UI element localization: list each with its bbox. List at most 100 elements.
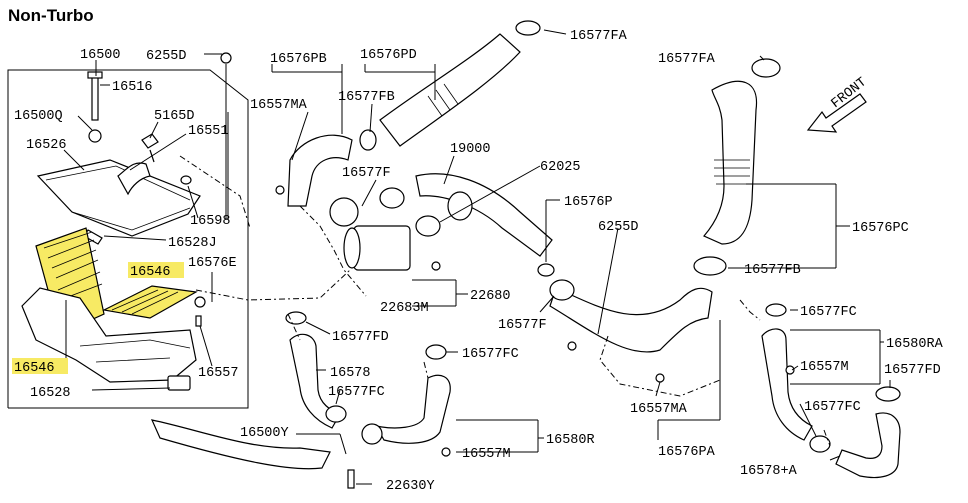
clamp-16577fd-right-shape (875, 386, 901, 402)
callout-22680: 22680 (470, 289, 511, 304)
clamp-16577f-lower-shape (549, 279, 575, 301)
resonator-port-shape (447, 191, 473, 221)
clamp-16576p-shape (537, 263, 555, 277)
callout-16557ma-left: 16557MA (250, 98, 308, 113)
clamp-16577f-shape (329, 197, 359, 227)
callout-16500y: 16500Y (240, 426, 289, 441)
duct-16580ra-shape (761, 328, 813, 441)
bolt-16557m-right-shape (785, 365, 795, 375)
clamp-16577f-b-shape (379, 187, 405, 209)
callout-16580ra: 16580RA (886, 337, 944, 352)
clamp-16577fc-right-shape (765, 303, 787, 317)
callout-6255d-mid: 6255D (598, 220, 639, 235)
duct-16576pc-shape (703, 80, 758, 245)
callout-16578a: 16578+A (740, 464, 798, 479)
callout-labels: 16500 6255D 16516 16500Q 5165D 16551 165… (12, 29, 944, 494)
duct-16576e-shape (194, 296, 206, 308)
stud-16557-shape (195, 315, 202, 327)
bolt-22630y-shape (347, 469, 355, 489)
upper-cover-edge (71, 207, 191, 231)
lower-case-ribs (79, 339, 191, 363)
callout-22630y: 22630Y (386, 479, 435, 494)
duct-16500y-shape (150, 419, 331, 470)
callout-16500q: 16500Q (14, 109, 63, 124)
clamp-16577fd-shape (285, 311, 307, 325)
duct-16578-shape (289, 333, 341, 429)
callout-16578: 16578 (330, 366, 371, 381)
bolt-16557ma-left-shape (275, 185, 285, 195)
airflow-meter-22680-shape (353, 225, 411, 271)
duct-16578a-shape (835, 412, 901, 479)
callout-16577f-lower: 16577F (498, 318, 547, 333)
clamp-16577fc-a-shape (325, 405, 347, 423)
dashed-guides (179, 155, 831, 447)
callout-16580r: 16580R (546, 433, 595, 448)
inlet-duct-16551-shape (117, 162, 151, 196)
duct-16576pa-shape (549, 287, 713, 353)
duct-16580r-shape (374, 374, 451, 444)
callout-16557: 16557 (198, 366, 239, 381)
callout-22683m: 22683M (380, 301, 429, 316)
callout-16557m-bottom: 16557M (462, 447, 511, 462)
callout-16577fd-left: 16577FD (332, 330, 389, 345)
callout-16500: 16500 (80, 48, 121, 63)
upper-cover-16526-shape (36, 159, 201, 237)
callout-62025: 62025 (540, 160, 581, 175)
callout-16528j: 16528J (168, 236, 217, 251)
meter-inlet-shape (343, 227, 361, 269)
bottom-right-duct-parts (761, 303, 901, 479)
leader-lines (63, 29, 891, 485)
callout-16577fc-mid: 16577FC (462, 347, 519, 362)
callout-6255d-top: 6255D (146, 49, 187, 64)
elbow-16576pb-shape (287, 134, 353, 207)
callout-16577fa-right: 16577FA (658, 52, 716, 67)
resonator-19000-shape (415, 173, 553, 257)
front-arrow-icon (806, 93, 867, 133)
duct-pd-bellows (427, 83, 459, 117)
callout-16577fc-left: 16577FC (328, 385, 385, 400)
air-cleaner-assembly-frame (7, 69, 249, 409)
callout-16577fd-right: 16577FD (884, 363, 941, 378)
clamp-62025-shape (415, 215, 441, 237)
callout-16557m-right: 16557M (800, 360, 849, 375)
callout-16576p: 16576P (564, 195, 613, 210)
clamp-16577fb-right-shape (693, 256, 727, 276)
bolt-6255d-top-shape (220, 52, 232, 64)
callout-16577fc-right-bottom: 16577FC (804, 400, 861, 415)
grommet-16598-shape (180, 175, 192, 185)
bolt-16557m-shape (441, 447, 451, 457)
callout-16577f-upper: 16577F (342, 166, 391, 181)
bottom-duct-parts (150, 311, 451, 489)
callout-16577fc-right-top: 16577FC (800, 305, 857, 320)
clamp-16577fa-top-shape (515, 20, 541, 36)
bolt-head-shape (87, 71, 103, 79)
clamp-16577fb-mid-shape (359, 129, 377, 151)
middle-duct-parts (220, 20, 713, 383)
callout-16546-secondary: 16546 (130, 265, 171, 280)
clamp-16577fc-right-b-shape (809, 435, 831, 453)
callout-16577fa-top: 16577FA (570, 29, 628, 44)
callout-19000: 19000 (450, 142, 491, 157)
highlight-16546-main (12, 358, 68, 374)
case-mount-shape (167, 375, 191, 391)
duct-pc-bellows (714, 159, 750, 185)
callout-16576pd: 16576PD (360, 48, 417, 63)
callout-16577fb-mid: 16577FB (338, 90, 395, 105)
right-duct-parts: FRONT (693, 58, 870, 276)
grommet-shape (88, 129, 102, 143)
clamp-16577fc-b-shape (425, 344, 447, 360)
element-16546-secondary-shape (102, 285, 198, 319)
callout-16516: 16516 (112, 80, 153, 95)
clip-5165d-shape (141, 133, 159, 149)
callout-16557ma-mid: 16557MA (630, 402, 688, 417)
bolt-16557ma-shape (655, 373, 665, 383)
bolt-6255d-mid-shape (567, 341, 577, 351)
callout-16528: 16528 (30, 386, 71, 401)
highlight-16546-secondary (128, 262, 184, 278)
bolt-16516-shape (91, 75, 99, 121)
element-secondary-pleats (111, 289, 179, 315)
callout-16576pa: 16576PA (658, 445, 716, 460)
callout-16576pc: 16576PC (852, 221, 909, 236)
